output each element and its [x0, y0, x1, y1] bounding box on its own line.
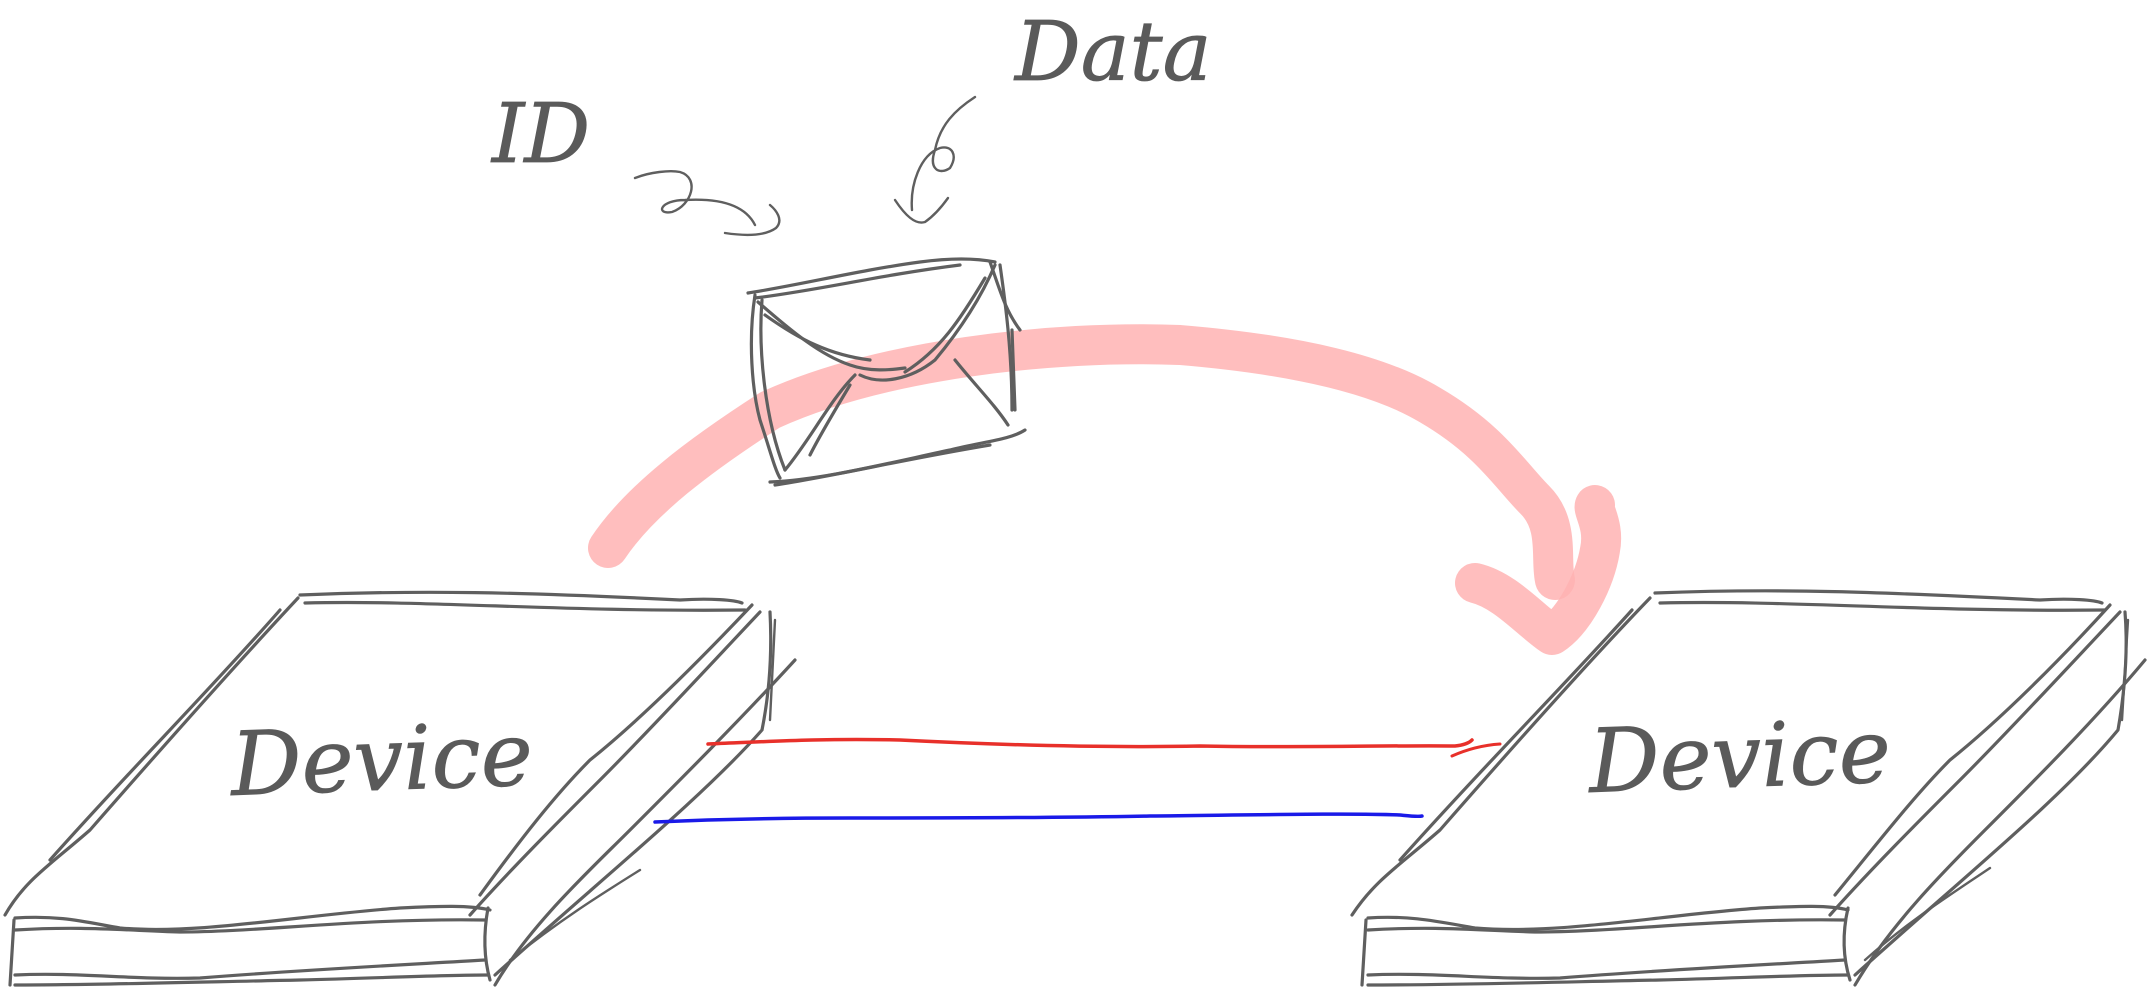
- device-right: [1350, 589, 2147, 987]
- device-right-label: Device: [1585, 700, 1892, 814]
- curly-arrow-from-id: [633, 170, 781, 237]
- wire-blue: [653, 812, 1424, 824]
- transfer-arrow: [588, 324, 1622, 655]
- data-label: Data: [1013, 5, 1211, 100]
- curly-arrow-from-data: [893, 95, 977, 224]
- envelope-icon: [746, 257, 1027, 487]
- device-left: [3, 590, 797, 987]
- device-left-label: Device: [227, 703, 534, 817]
- wire-red: [706, 737, 1502, 758]
- id-label: ID: [490, 87, 590, 182]
